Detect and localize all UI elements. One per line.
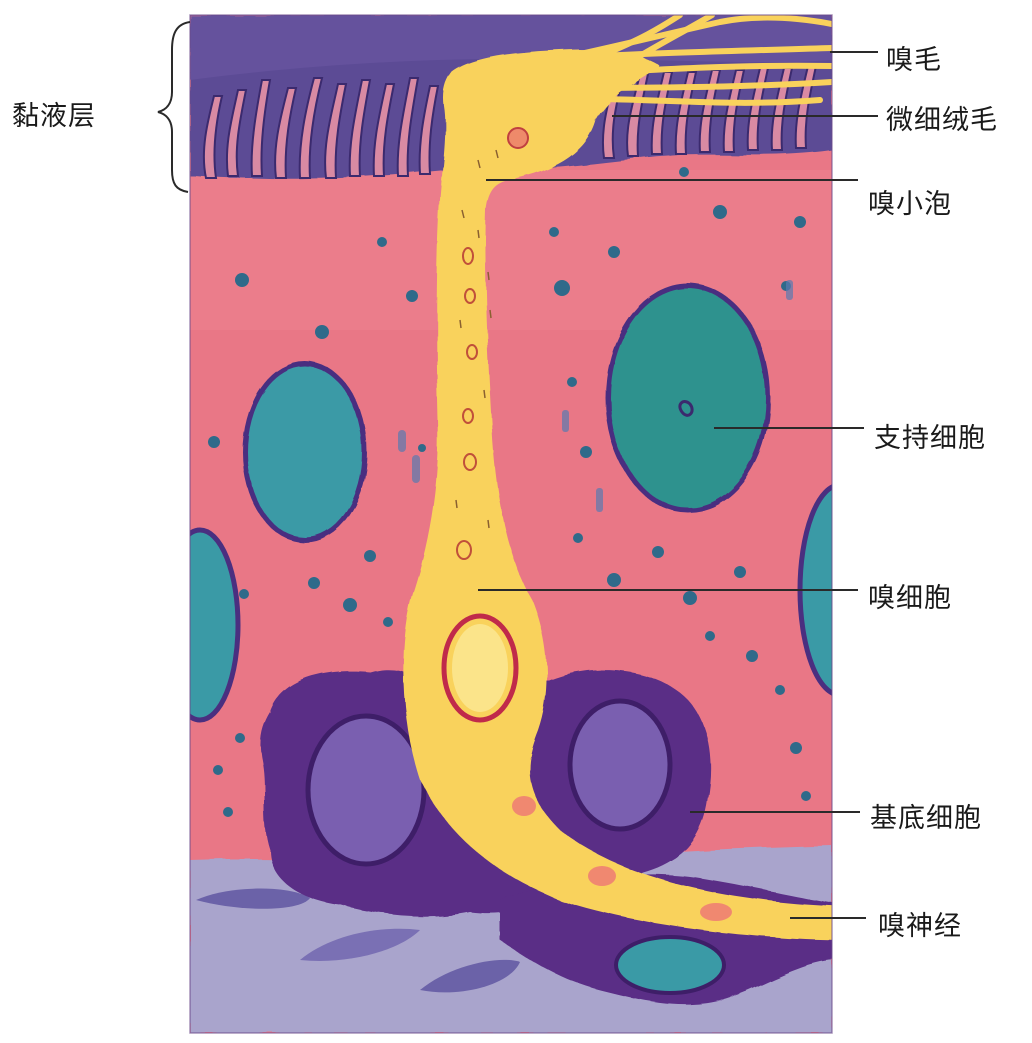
label-mucus-layer: 黏液层	[12, 94, 96, 133]
label-microvilli: 微细绒毛	[886, 98, 998, 137]
label-olfactory-vesicle: 嗅小泡	[868, 182, 952, 221]
supporting-cell-nucleus	[162, 530, 238, 720]
supporting-cell-nucleus	[245, 364, 365, 540]
mucus-layer-brace	[158, 22, 190, 192]
label-olfactory-hair: 嗅毛	[886, 38, 942, 77]
label-olfactory-nerve: 嗅神经	[878, 904, 962, 943]
label-supporting-cell: 支持细胞	[874, 416, 986, 455]
label-basal-cell: 基底细胞	[870, 796, 982, 835]
label-olfactory-cell: 嗅细胞	[868, 576, 952, 615]
supporting-cell-nucleus	[608, 286, 768, 510]
